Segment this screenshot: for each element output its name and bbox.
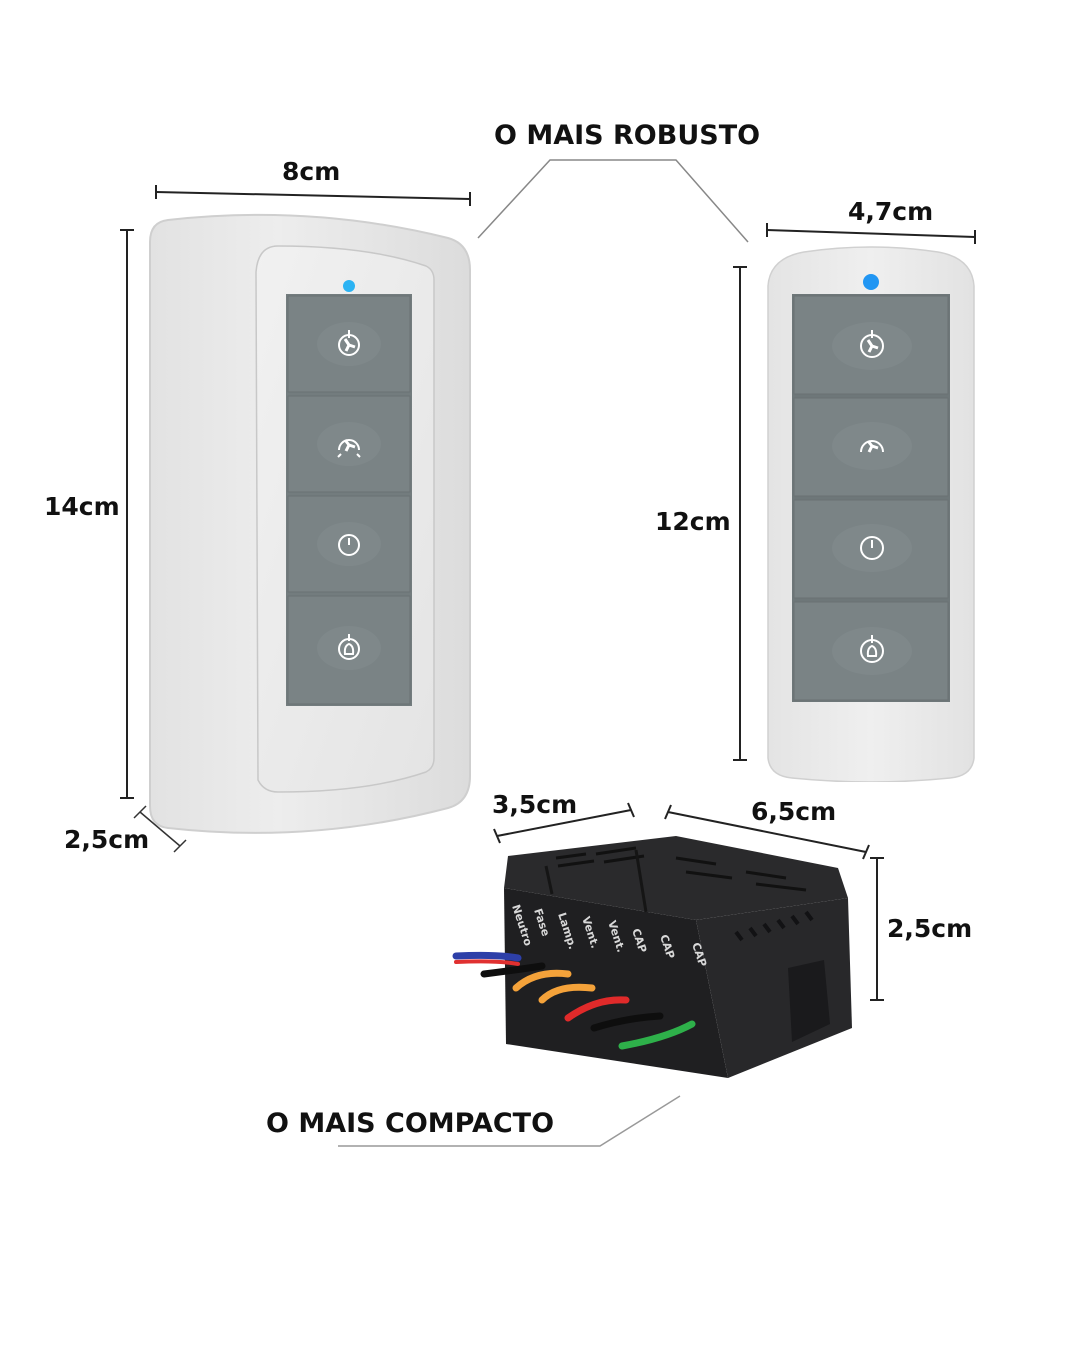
wire-black-2 <box>590 1012 664 1032</box>
large-height-line <box>120 229 134 799</box>
wire-red <box>454 959 520 966</box>
wire-orange <box>538 983 596 1004</box>
large-width-line <box>155 185 471 206</box>
wire-orange <box>512 969 572 992</box>
module-width-label: 3,5cm <box>492 790 578 819</box>
small-wall-switch <box>767 246 975 782</box>
small-height-line <box>733 266 747 761</box>
module-length-label: 6,5cm <box>751 797 837 826</box>
module-height-line <box>870 857 884 1001</box>
large-depth-line <box>133 805 187 853</box>
wire-blue <box>452 951 522 962</box>
wire-black <box>480 962 546 978</box>
light-bulb-icon <box>860 635 884 663</box>
module-width-line <box>493 802 635 844</box>
timer-icon <box>338 534 360 556</box>
large-button-light[interactable] <box>287 595 411 705</box>
large-depth-label: 2,5cm <box>64 825 150 854</box>
small-button-fan-power[interactable] <box>793 295 949 395</box>
relay-module: Neutro Fase Lamp. Vent. Vent. CAP CAP CA… <box>452 836 852 1078</box>
fan-power-icon <box>338 330 360 356</box>
light-bulb-icon <box>338 634 360 660</box>
small-width-line <box>766 223 976 244</box>
large-button-timer[interactable] <box>287 495 411 593</box>
small-height-label: 12cm <box>655 507 731 536</box>
fan-speed-icon <box>337 439 361 458</box>
timer-icon <box>860 536 884 560</box>
robust-connector-lines <box>477 159 749 243</box>
large-height-label: 14cm <box>44 492 120 521</box>
small-button-light[interactable] <box>793 601 949 701</box>
wire-green <box>618 1020 696 1050</box>
large-wall-switch <box>149 213 471 834</box>
module-length-line <box>664 804 870 860</box>
fan-speed-icon <box>860 440 884 453</box>
large-width-label: 8cm <box>282 157 341 186</box>
robust-title: O MAIS ROBUSTO <box>494 120 761 151</box>
module-height-label: 2,5cm <box>887 914 973 943</box>
wire-red-2 <box>564 996 630 1022</box>
small-button-timer[interactable] <box>793 499 949 599</box>
led-indicator-dot <box>863 274 879 290</box>
compact-connector-line <box>338 1095 681 1147</box>
small-width-label: 4,7cm <box>848 197 934 226</box>
fan-power-icon <box>860 330 884 358</box>
compact-title: O MAIS COMPACTO <box>266 1108 555 1139</box>
led-indicator-dot <box>343 280 355 292</box>
